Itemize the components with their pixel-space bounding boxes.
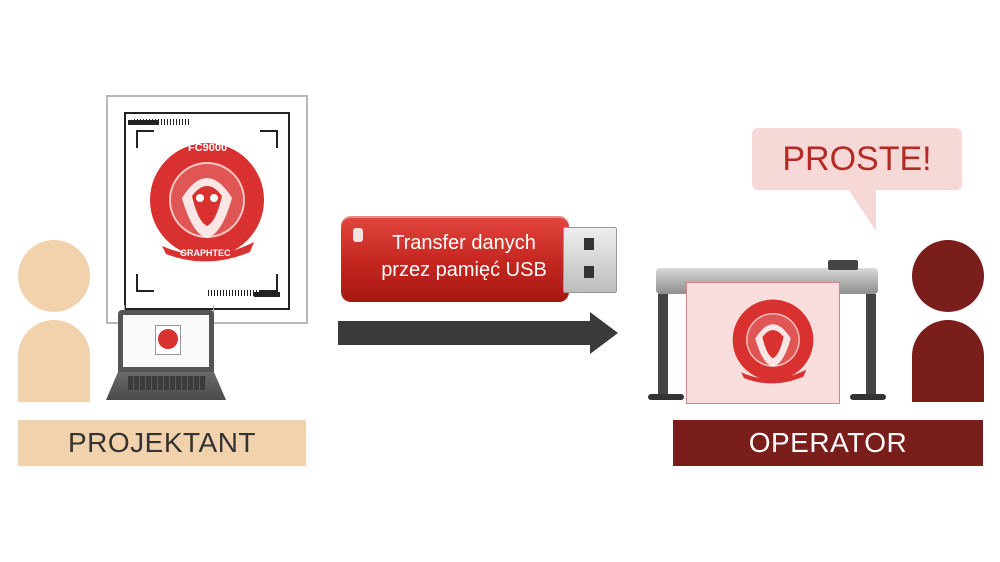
usb-caption-line-2: przez pamięć USB xyxy=(381,259,547,281)
designer-head xyxy=(18,240,90,312)
barcode-top xyxy=(134,119,190,125)
barcode-bottom xyxy=(208,290,262,296)
operator-label-bar: OPERATOR xyxy=(673,420,983,466)
crop-mark xyxy=(260,130,278,148)
crop-mark xyxy=(260,274,278,292)
registration-mark-bottom xyxy=(254,292,280,297)
laptop-artwork xyxy=(155,325,181,355)
usb-drive-icon xyxy=(341,216,569,302)
usb-caption-line-1: Transfer danych xyxy=(392,232,536,254)
operator-head xyxy=(912,240,984,312)
operator-label: OPERATOR xyxy=(748,427,908,458)
emblem-model: FC9000 xyxy=(188,142,228,154)
plotter-leg-left xyxy=(658,294,668,398)
plotter-panel xyxy=(828,260,858,270)
plotter-emblem xyxy=(732,299,814,384)
bubble-text: PROSTE! xyxy=(782,139,932,178)
usb-caption: Transfer danych przez pamięć USB xyxy=(366,230,562,284)
plotter-media xyxy=(686,282,840,404)
laptop-display xyxy=(123,315,209,367)
usb-connector xyxy=(563,227,617,293)
arrow-right-icon xyxy=(338,312,618,354)
speech-bubble: PROSTE! xyxy=(752,128,962,190)
crop-mark xyxy=(136,130,154,148)
plotter-foot-left xyxy=(648,394,684,400)
designer-body xyxy=(18,320,90,402)
document-sheet: FC9000 GRAPHTEC xyxy=(124,112,290,310)
designer-label: PROJEKTANT xyxy=(67,427,257,458)
usb-hole xyxy=(353,228,363,242)
cutting-plotter xyxy=(648,258,886,408)
laptop-screen xyxy=(118,310,214,372)
plotter-leg-right xyxy=(866,294,876,398)
laptop-keyboard xyxy=(128,376,206,390)
emblem-brand: GRAPHTEC xyxy=(180,248,231,258)
crop-mark xyxy=(136,274,154,292)
plotter-foot-right xyxy=(850,394,886,400)
operator-body xyxy=(912,320,984,402)
speech-bubble-tail xyxy=(848,189,876,231)
fc9000-emblem xyxy=(150,143,264,262)
registration-mark-top xyxy=(128,120,158,125)
designer-label-bar: PROJEKTANT xyxy=(18,420,306,466)
